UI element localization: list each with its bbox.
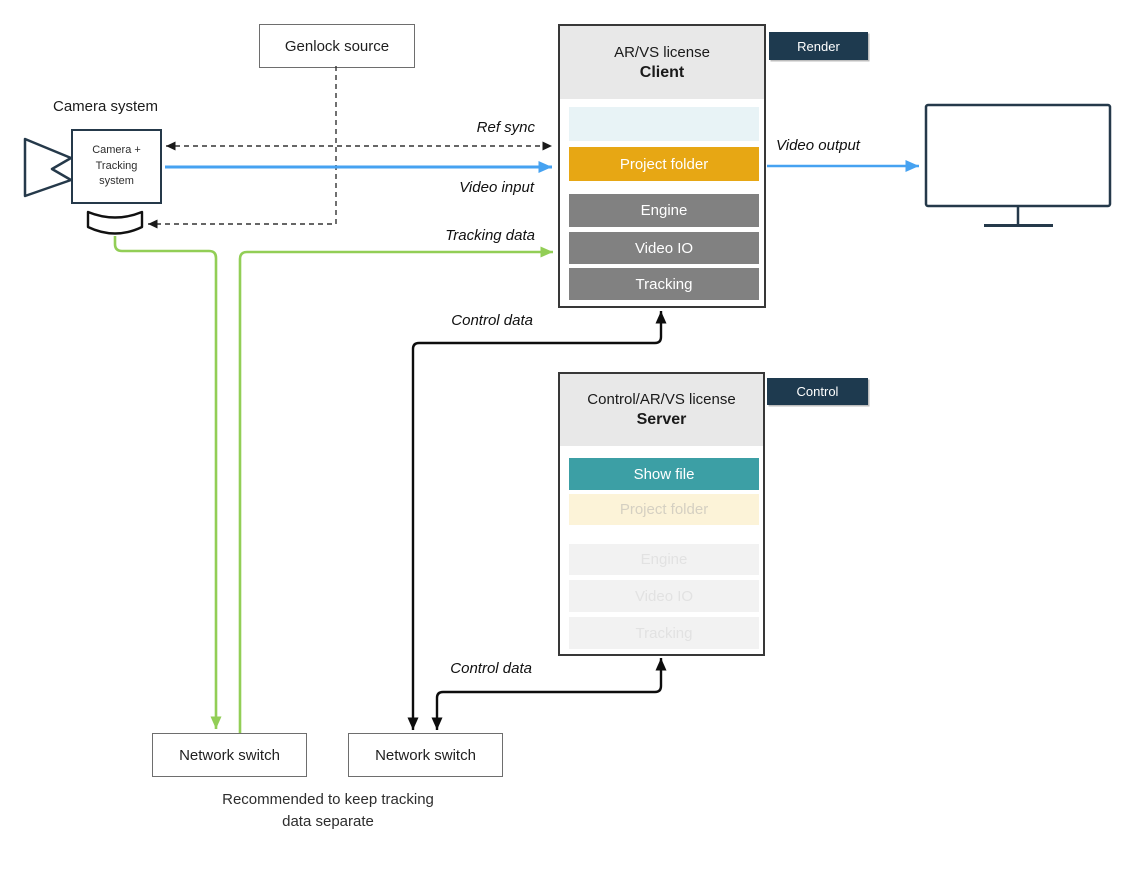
camera-tracking-unit-label: Camera + Tracking system (92, 144, 141, 188)
client-row-engine-label: Engine (640, 202, 688, 219)
server-role-label: Server (636, 411, 687, 428)
server-row-tracking: Tracking (569, 617, 759, 649)
control-badge: Control (767, 378, 868, 405)
network-switch-left-label: Network switch (179, 746, 280, 764)
control-data-client-label: Control data (451, 312, 533, 329)
genlock-source-box: Genlock source (259, 24, 415, 68)
server-row-video-io-label: Video IO (634, 587, 694, 605)
client-row-engine: Engine (569, 194, 759, 227)
server-row-show-file-label: Show file (633, 465, 695, 483)
server-node: Control/AR/VS license Server Show file P… (558, 372, 765, 656)
network-switch-left-box: Network switch (152, 733, 307, 777)
client-license-label: AR/VS license (614, 43, 710, 61)
tracking-camera-to-switch-connector (113, 236, 222, 729)
client-role-label: Client (639, 63, 685, 81)
server-row-project-folder-label: Project folder (619, 501, 709, 518)
server-row-engine: Engine (569, 544, 759, 575)
network-switch-right-label: Network switch (375, 746, 476, 764)
tracking-sensor-icon (86, 210, 144, 235)
server-row-engine-label: Engine (640, 551, 688, 568)
client-row-project-folder: Project folder (569, 147, 759, 181)
render-badge: Render (769, 32, 868, 60)
client-row-project-folder-label: Project folder (619, 155, 709, 173)
client-node: AR/VS license Client Project folder Engi… (558, 24, 766, 308)
server-row-show-file: Show file (569, 458, 759, 490)
monitor-icon (924, 103, 1112, 227)
server-row-project-folder: Project folder (569, 494, 759, 525)
network-switch-right-box: Network switch (348, 733, 503, 777)
genlock-to-camera-connector (148, 66, 337, 229)
client-row-tracking-label: Tracking (635, 275, 693, 293)
camera-system-title: Camera system (53, 98, 159, 115)
client-row-tracking: Tracking (569, 268, 759, 300)
client-node-header: AR/VS license Client (560, 26, 764, 99)
tracking-data-label: Tracking data (445, 227, 535, 244)
server-row-tracking-label: Tracking (635, 624, 693, 642)
server-license-label: Control/AR/VS license (587, 391, 736, 408)
video-input-label: Video input (459, 179, 534, 196)
ref-sync-label: Ref sync (476, 119, 535, 136)
tracking-note: Recommended to keep tracking data separa… (222, 791, 434, 830)
control-data-server-label: Control data (450, 660, 532, 677)
camera-tracking-unit-box: Camera + Tracking system (71, 129, 162, 204)
camera-lens-icon (23, 137, 73, 198)
client-row-video-io-label: Video IO (634, 239, 694, 257)
client-row-video-io: Video IO (569, 232, 759, 264)
video-output-label: Video output (776, 137, 860, 154)
genlock-source-label: Genlock source (284, 37, 390, 55)
server-row-video-io: Video IO (569, 580, 759, 612)
client-row-show-file-empty (569, 107, 759, 141)
server-node-header: Control/AR/VS license Server (560, 374, 763, 446)
